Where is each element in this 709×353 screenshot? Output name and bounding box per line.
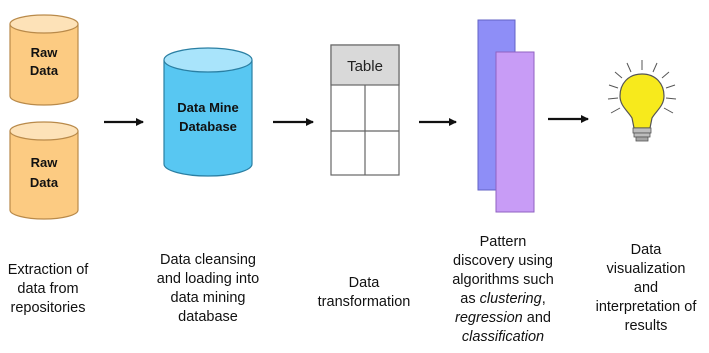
caption-line: data from bbox=[17, 281, 79, 297]
caption-fragment-regression: regression bbox=[455, 310, 523, 326]
raw-data-label-2b: Data bbox=[30, 175, 59, 190]
raw-data-cylinder-bottom: Raw Data bbox=[9, 121, 79, 220]
caption-line: interpretation of bbox=[595, 299, 697, 315]
caption-line: Pattern bbox=[479, 234, 527, 250]
caption-line: visualization bbox=[606, 261, 686, 277]
caption-fragment-classification: classification bbox=[461, 329, 545, 345]
caption-line: classification bbox=[438, 328, 568, 347]
lightbulb-icon bbox=[607, 60, 677, 142]
caption-fragment: , bbox=[541, 291, 546, 307]
caption-fragment-clustering: clustering bbox=[479, 291, 542, 307]
caption-line: discovery using bbox=[453, 253, 553, 269]
database-label-b: Database bbox=[179, 119, 237, 134]
caption-extraction: Extraction of data from repositories bbox=[0, 261, 96, 318]
raw-data-label-1a: Raw bbox=[31, 45, 59, 60]
caption-transformation: Data transformation bbox=[306, 274, 422, 312]
caption-visualization: Data visualization and interpretation of… bbox=[584, 241, 708, 336]
caption-line: and bbox=[633, 280, 659, 296]
caption-cleansing: Data cleansing and loading into data min… bbox=[146, 251, 270, 327]
pattern-bar-front bbox=[495, 51, 535, 213]
caption-line: Data bbox=[630, 242, 662, 258]
caption-line: regression and bbox=[438, 309, 568, 328]
caption-line: data mining bbox=[170, 290, 246, 306]
caption-line: Data cleansing bbox=[160, 252, 256, 268]
caption-line: and loading into bbox=[156, 271, 260, 287]
caption-fragment: and bbox=[522, 310, 551, 326]
bulb-rays bbox=[607, 60, 677, 114]
table-icon: Table bbox=[330, 44, 400, 176]
raw-data-label-1b: Data bbox=[30, 63, 59, 78]
caption-line: results bbox=[624, 318, 668, 334]
caption-fragment: as bbox=[460, 291, 480, 307]
caption-line: Data bbox=[348, 275, 380, 291]
caption-line: transformation bbox=[317, 294, 411, 310]
caption-line: Extraction of bbox=[7, 262, 89, 278]
table-header: Table bbox=[347, 58, 383, 75]
raw-data-cylinder-top: Raw Data bbox=[9, 14, 79, 106]
caption-line: repositories bbox=[10, 300, 86, 316]
caption-line: as clustering, bbox=[438, 290, 568, 309]
caption-line: database bbox=[178, 309, 238, 325]
data-mine-database-cylinder: Data Mine Database bbox=[163, 47, 253, 177]
caption-pattern-discovery: Pattern discovery using algorithms such … bbox=[438, 233, 568, 347]
database-label-a: Data Mine bbox=[177, 100, 238, 115]
caption-line: algorithms such bbox=[452, 272, 554, 288]
raw-data-label-2a: Raw bbox=[31, 155, 59, 170]
